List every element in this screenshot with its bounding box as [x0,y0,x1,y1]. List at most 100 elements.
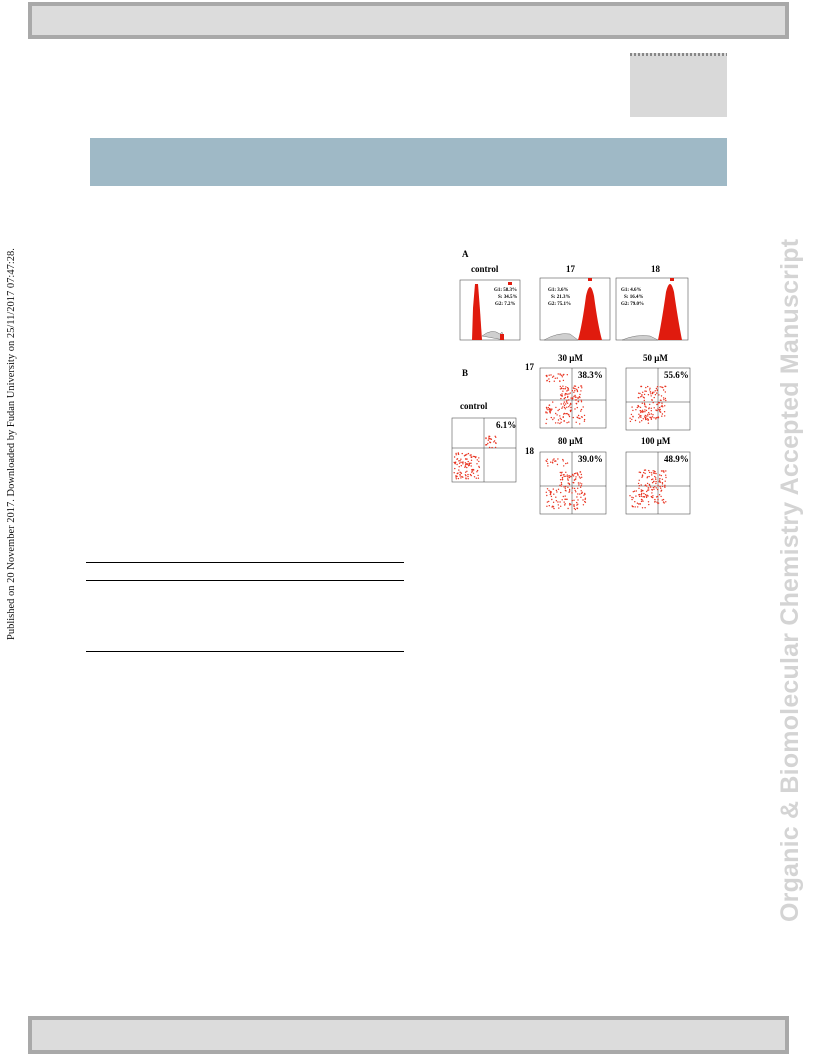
scatter-30um: 30 μM 38.3% [539,353,607,429]
scatter-point [638,479,640,481]
scatter-point [568,393,570,395]
scatter-point [665,470,667,472]
scatter-point [574,394,576,397]
scatter-point [650,393,652,395]
scatter-point [660,490,662,492]
scatter-point [553,458,555,460]
scatter-point [641,489,644,492]
scatter-point [564,503,566,505]
scatter-point [468,462,471,464]
scatter-point [463,455,466,457]
scatter-point [662,389,665,391]
scatter-point [563,501,565,503]
scatter-point [653,417,655,419]
scatter-point [644,472,646,475]
scatter-point [564,394,566,396]
scatter-title: 30 μM [558,353,583,363]
scatter-point [576,504,578,506]
scatter-point [658,494,661,496]
scatter-title: 50 μM [643,353,668,363]
scatter-point [660,470,663,472]
scatter-point [580,490,582,492]
scatter-point [638,487,640,489]
table-top-rule [86,562,404,563]
scatter-point [655,387,658,390]
scatter-point [654,394,657,396]
scatter-point [552,375,555,377]
scatter-point [579,486,582,488]
scatter-point [467,478,469,480]
scatter-point [559,484,561,486]
scatter-point [566,390,568,392]
scatter-point [560,485,562,487]
scatter-point [661,482,664,484]
scatter-point [470,474,472,477]
scatter-point [576,388,578,390]
scatter-point [563,474,565,476]
scatter-point [559,501,561,503]
scatter-point [653,407,655,409]
scatter-point [629,495,631,497]
scatter-point [652,401,654,404]
scatter-point [475,477,477,479]
scatter-point [568,414,570,416]
scatter-point [651,391,654,394]
scatter-point [655,417,657,419]
scatter-point [472,472,475,474]
page-header-bar [28,2,789,39]
scatter-point [566,476,569,478]
scatter-point [569,404,571,406]
scatter-point [570,476,572,478]
scatter-point [579,423,581,425]
scatter-point [658,394,660,396]
journal-logo-placeholder [630,53,727,117]
scatter-point [572,416,574,419]
scatter-point [648,413,651,415]
scatter-point [643,393,646,396]
scatter-point [572,473,574,476]
scatter-point [568,488,571,491]
scatter-point [579,482,581,484]
scatter-point [546,501,549,503]
scatter-point [456,458,459,460]
scatter-point [560,483,563,485]
scatter-point [646,482,649,485]
scatter-point [639,406,642,409]
scatter-point [573,385,576,387]
scatter-point [654,475,656,478]
scatter-point [459,475,461,477]
scatter-point [631,505,634,508]
scatter-point [650,418,653,420]
scatter-point [552,459,554,461]
scatter-point [465,475,467,477]
scatter-point [568,504,571,506]
scatter-point [578,476,581,478]
scatter-point [546,374,548,377]
scatter-point [571,492,573,494]
scatter-point [656,409,658,412]
scatter-point [640,385,642,388]
scatter-point [460,458,462,460]
scatter-point [562,495,564,498]
scatter-point [561,376,563,378]
scatter-point [465,478,467,480]
table-header-rule [86,580,404,581]
histogram-control: control G1: 58.3% S: 34.5% G2: 7.2% [459,264,521,341]
scatter-point [459,471,461,473]
scatter-point [550,416,552,419]
scatter-point [548,505,550,507]
scatter-point [661,478,664,480]
scatter-point [553,493,555,495]
histogram-peak [578,287,602,340]
scatter-point [665,385,667,388]
scatter-point [657,499,659,501]
scatter-point [575,476,577,478]
scatter-point [560,474,562,477]
scatter-point [661,415,663,417]
scatter-point [573,487,576,490]
scatter-point [664,391,666,393]
publication-note: Published on 20 November 2017. Downloade… [6,248,17,640]
scatter-point [638,485,640,487]
scatter-point [573,391,575,393]
scatter-point [573,505,575,507]
